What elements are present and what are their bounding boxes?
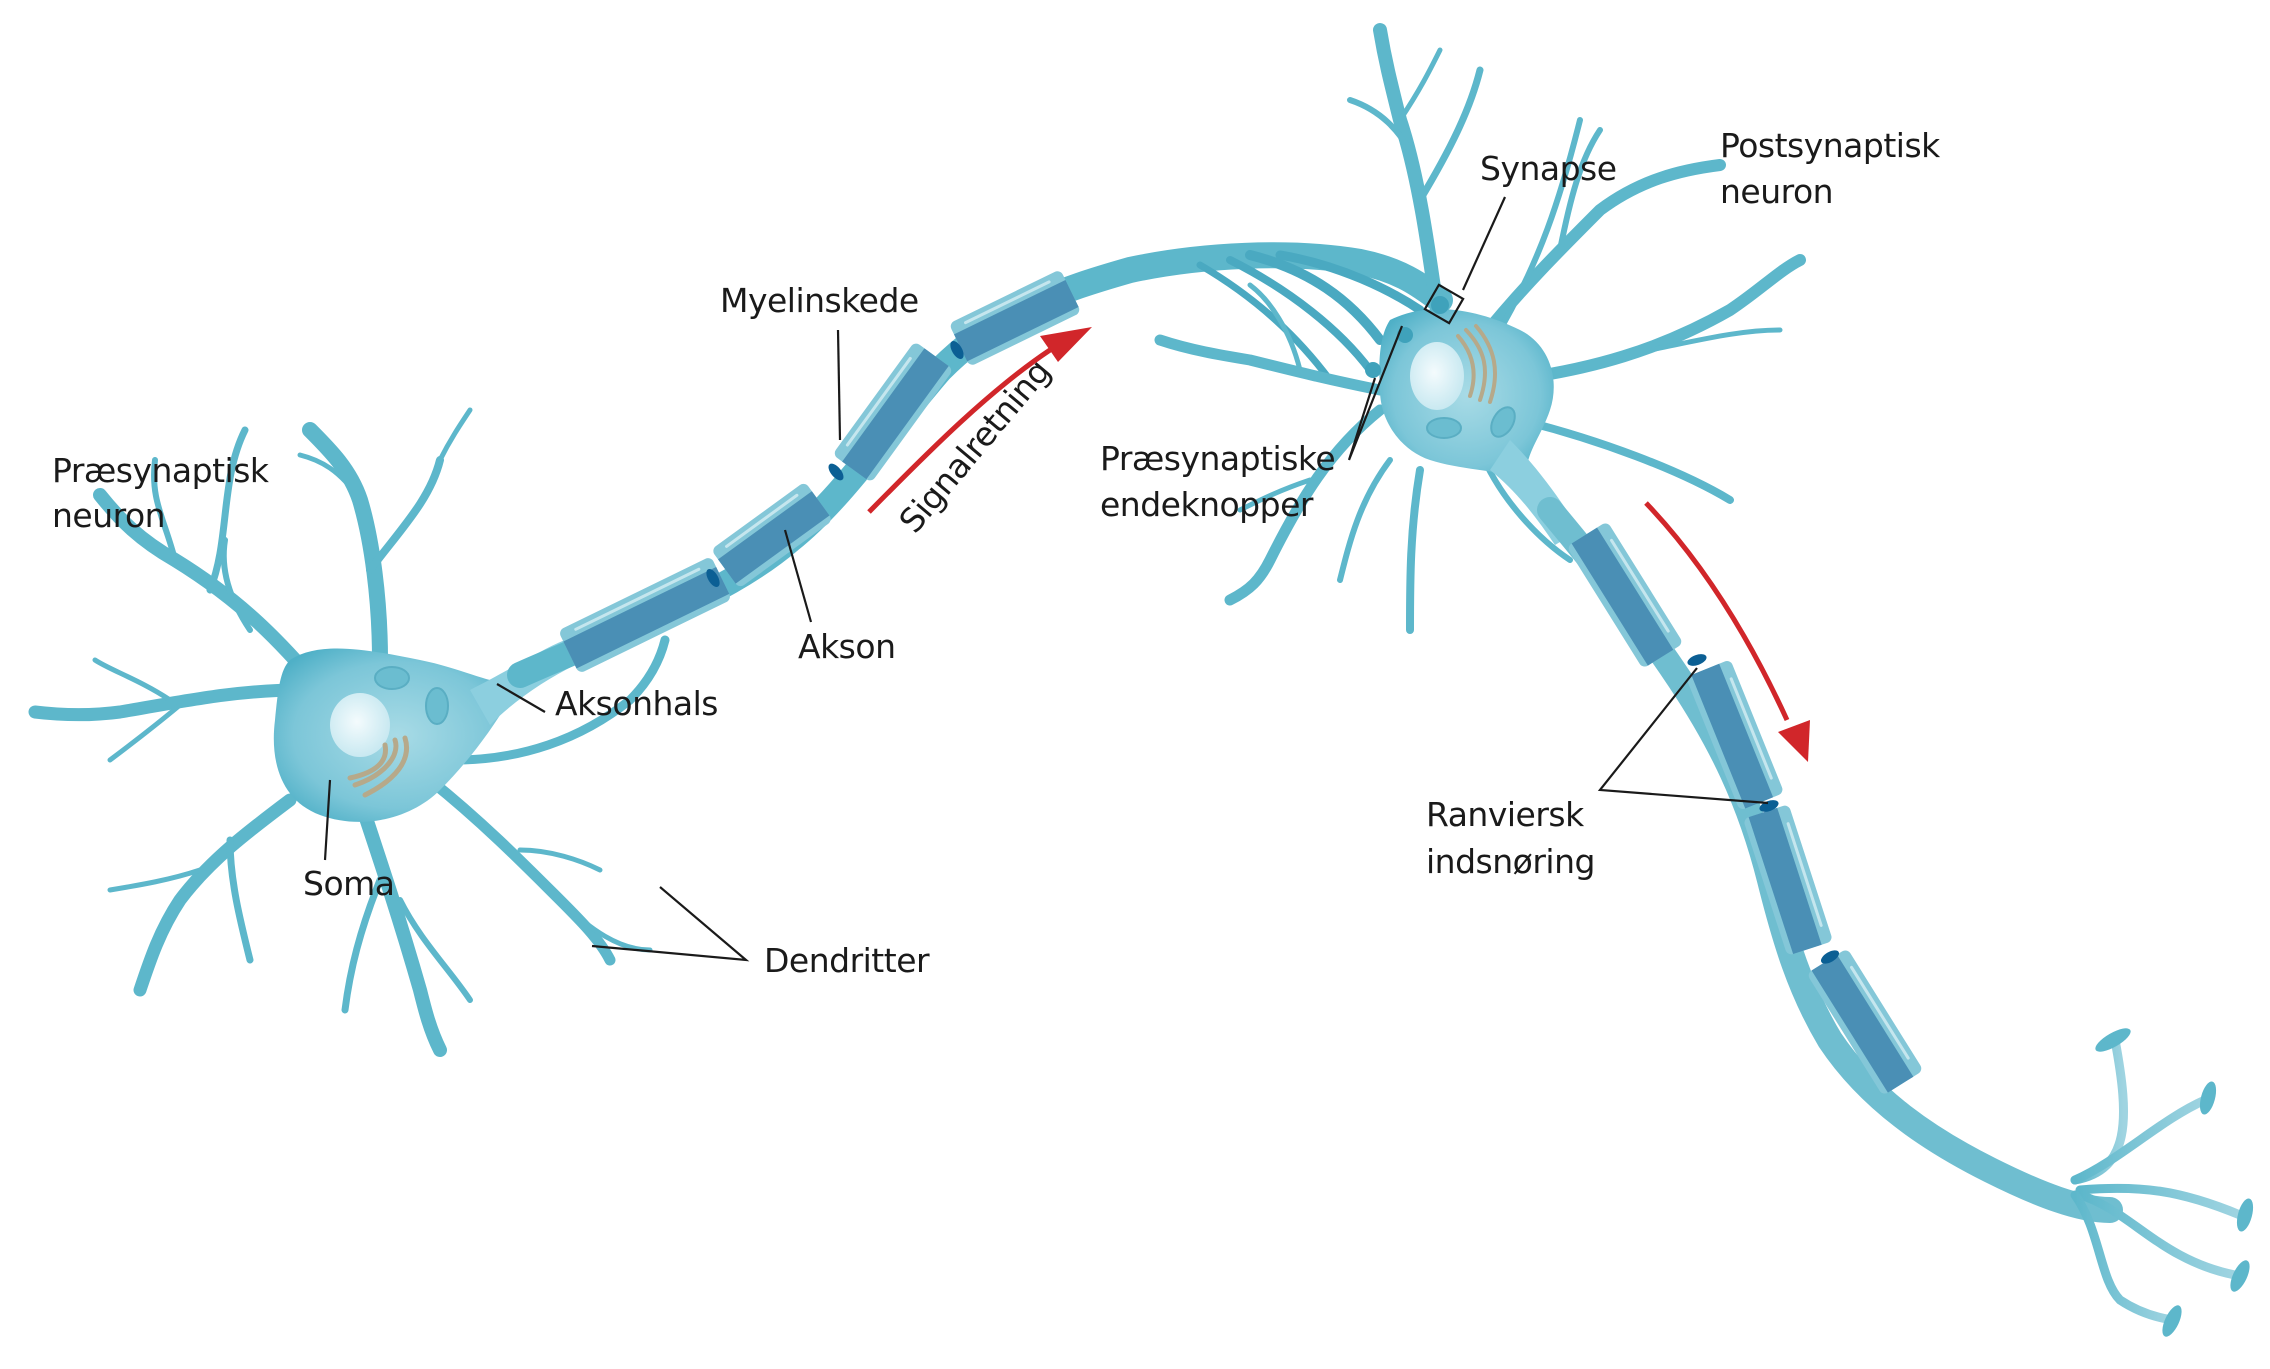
- leader-lines: [323, 196, 1769, 962]
- red-curved-arrow-icon: [867, 347, 1052, 514]
- mitochondrion-icon: [425, 687, 449, 725]
- leader-ranvier: [1597, 667, 1769, 805]
- label-akson: Akson: [798, 627, 895, 666]
- label-presynaptic-terminals-line2: endeknopper: [1100, 485, 1314, 524]
- labels: Præsynaptisk neuron Soma Aksonhals Dendr…: [52, 126, 1942, 980]
- label-presynaptic-neuron-line2: neuron: [52, 496, 165, 535]
- leader-akson: [783, 529, 813, 623]
- label-aksonhals: Aksonhals: [555, 684, 718, 723]
- red-curved-arrow-icon: [1644, 501, 1790, 722]
- signal-arrow-upper: [867, 327, 1092, 514]
- presynaptic-dendrites: [28, 407, 670, 1057]
- leader-myelin: [836, 329, 842, 441]
- terminal-button: [2095, 1028, 2131, 1052]
- postsynaptic-axon: [1537, 497, 2254, 1337]
- label-ranvier-line2: indsnøring: [1426, 842, 1595, 881]
- myelin-sheaths-lower: [1568, 523, 1922, 1094]
- label-presynaptic-terminals-line1: Præsynaptiske: [1100, 439, 1335, 478]
- mitochondrion-icon: [374, 666, 410, 690]
- leader-aksonhals: [496, 683, 546, 713]
- node-of-ranvier: [1687, 654, 1707, 666]
- presynaptic-axon: [507, 242, 1453, 688]
- golgi-apparatus-icon: [347, 735, 409, 798]
- presynaptic-terminal-knob: [1431, 296, 1449, 314]
- arrowhead-icon: [1040, 327, 1092, 362]
- label-synapse: Synapse: [1480, 149, 1617, 188]
- label-dendritter: Dendritter: [764, 941, 930, 980]
- presynaptic-terminal-fibers: [1196, 250, 1425, 384]
- leader-dendritter: [591, 886, 750, 962]
- label-myelinskede: Myelinskede: [720, 281, 919, 320]
- signal-arrow-lower: [1644, 501, 1810, 762]
- label-soma: Soma: [303, 864, 395, 903]
- postsynaptic-nucleus: [1410, 342, 1464, 410]
- presynaptic-terminal-knob: [1365, 362, 1381, 378]
- label-ranvier-line1: Ranviersk: [1426, 795, 1585, 834]
- leader-endeknopper: [1347, 325, 1404, 461]
- terminal-button: [2236, 1198, 2254, 1232]
- myelin-sheaths-upper: [560, 271, 1080, 672]
- label-postsynaptic-neuron-line1: Postsynaptisk: [1720, 126, 1941, 165]
- axon-terminals: [2070, 1035, 2245, 1325]
- label-presynaptic-neuron-line1: Præsynaptisk: [52, 451, 270, 490]
- mitochondrion-icon: [1426, 417, 1462, 439]
- leader-synapse: [1461, 196, 1507, 291]
- node-of-ranvier: [950, 340, 964, 360]
- presynaptic-soma-body: [273, 648, 520, 822]
- label-postsynaptic-neuron-line2: neuron: [1720, 172, 1833, 211]
- arrowhead-icon: [1778, 720, 1810, 762]
- synapse-marker-square: [1423, 283, 1465, 325]
- golgi-apparatus-icon: [1456, 324, 1497, 404]
- node-of-ranvier: [828, 463, 844, 481]
- terminal-button: [2230, 1260, 2250, 1292]
- postsynaptic-neuron: [1154, 23, 1806, 634]
- axon-terminal-buttons: [2095, 1028, 2254, 1337]
- node-of-ranvier: [706, 568, 720, 588]
- terminal-button: [2162, 1305, 2182, 1337]
- mitochondrion-icon: [1490, 406, 1516, 438]
- node-of-ranvier: [1820, 950, 1840, 964]
- leader-soma: [323, 779, 332, 861]
- presynaptic-nucleus: [330, 693, 390, 757]
- terminal-button: [2199, 1081, 2217, 1115]
